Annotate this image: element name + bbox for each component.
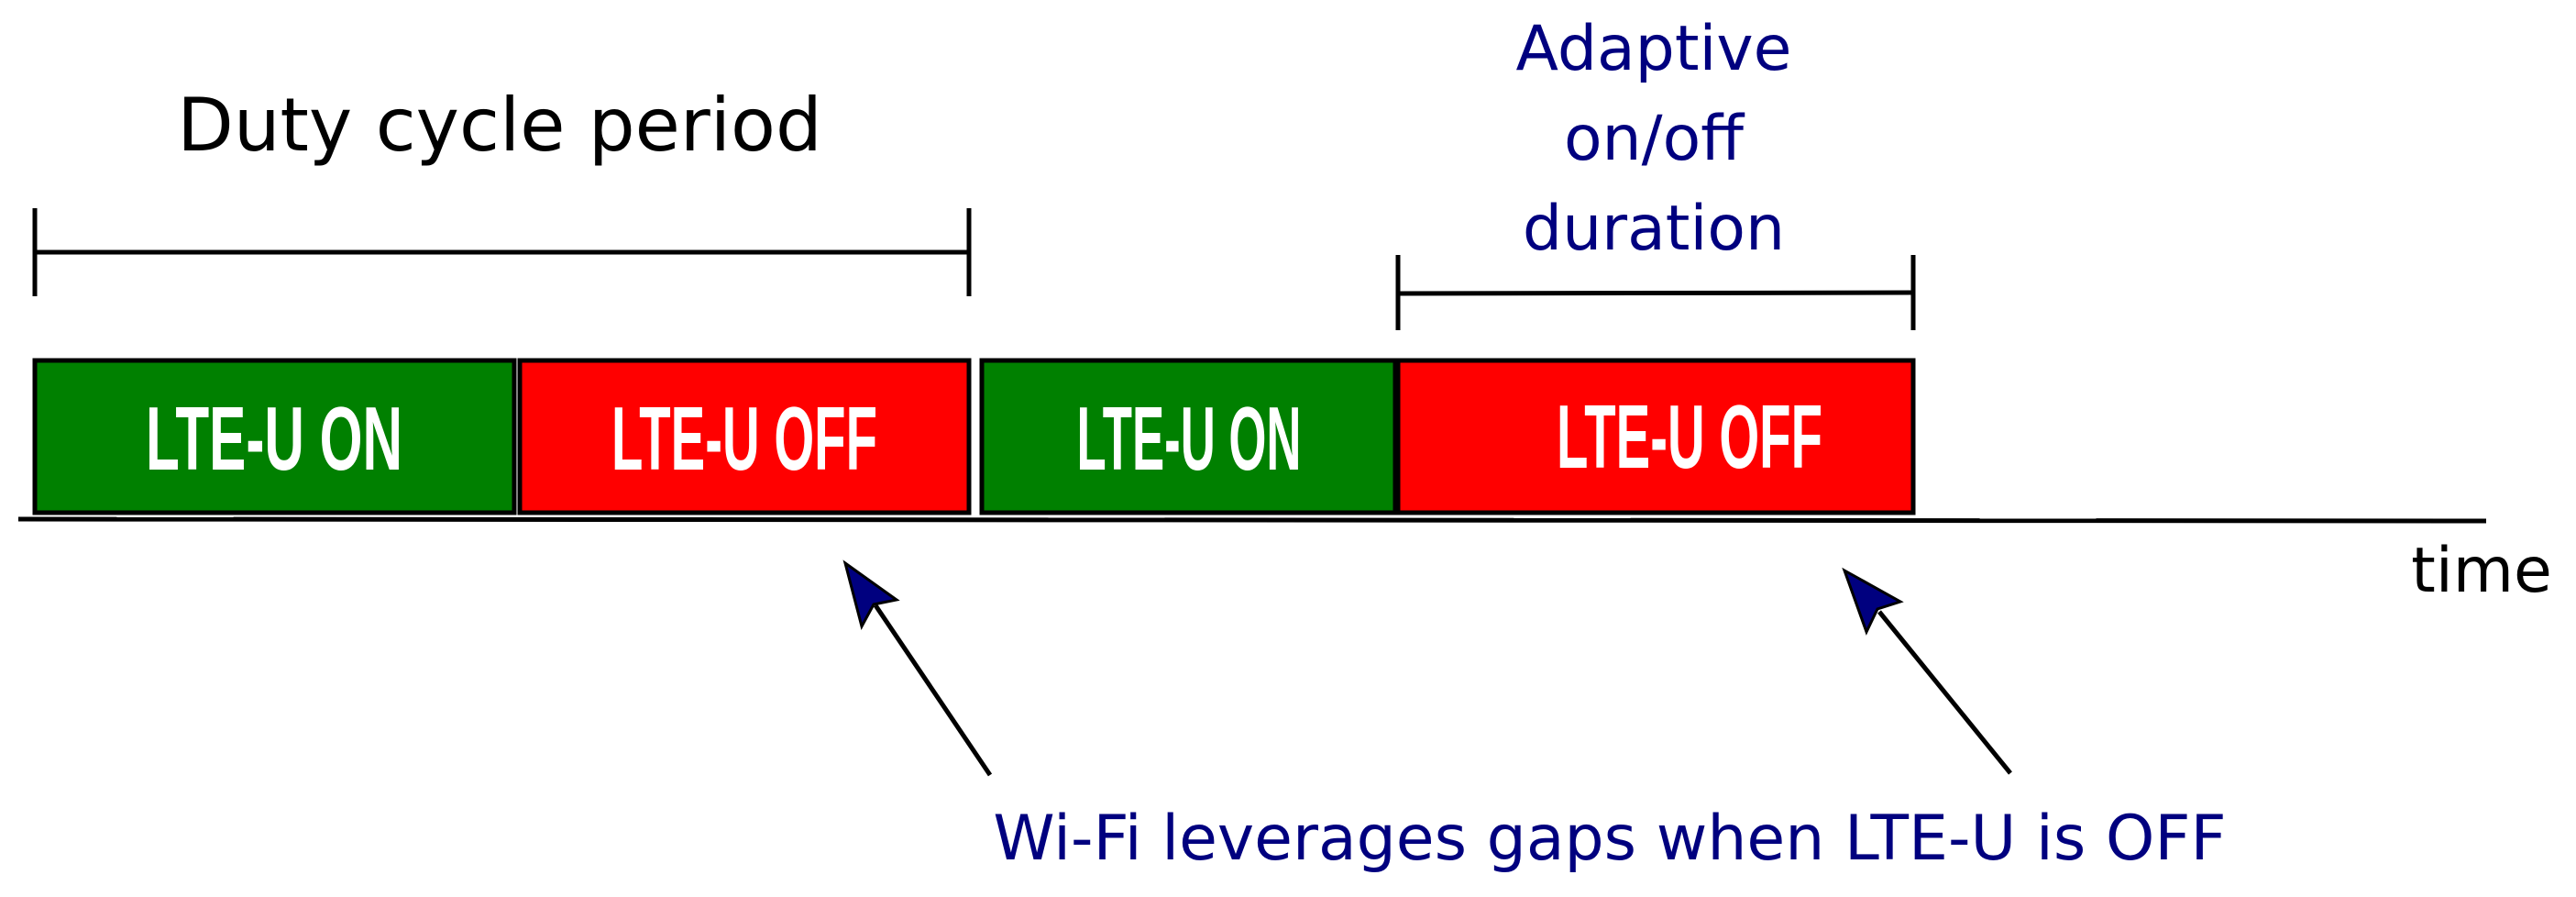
block-label-on-1: LTE-U ON [146, 388, 402, 489]
caption: Wi-Fi leverages gaps when LTE-U is OFF [993, 803, 2226, 875]
block-rect-on-1 [32, 358, 517, 515]
adaptive-label-line2: on/off [1564, 103, 1745, 175]
time-axis [17, 516, 2487, 524]
block-on-1: LTE-U ON [32, 358, 517, 515]
arrow-right-head [1842, 567, 1904, 636]
block-off-1: LTE-U OFF [517, 358, 972, 515]
block-off-2: LTE-U OFF [1395, 358, 1916, 515]
duty-cycle-label: Duty cycle period [177, 83, 821, 168]
adaptive-label-line3: duration [1523, 193, 1785, 265]
block-rect-off-1 [517, 358, 972, 515]
arrow-left [842, 559, 993, 777]
block-on-2: LTE-U ON [979, 358, 1398, 515]
block-label-on-2: LTE-U ON [1077, 388, 1302, 489]
block-rect-on-2 [979, 358, 1398, 515]
block-label-off-2: LTE-U OFF [1557, 386, 1822, 487]
block-rect-off-2 [1395, 358, 1916, 515]
arrow-right [1842, 567, 2012, 775]
adaptive-label-line1: Adaptive [1516, 13, 1792, 85]
duty-cycle-bracket [32, 208, 972, 296]
block-label-off-1: LTE-U OFF [611, 388, 877, 489]
arrow-left-head [842, 559, 900, 631]
adaptive-bracket [1395, 255, 1916, 330]
time-label: time [2411, 535, 2552, 607]
